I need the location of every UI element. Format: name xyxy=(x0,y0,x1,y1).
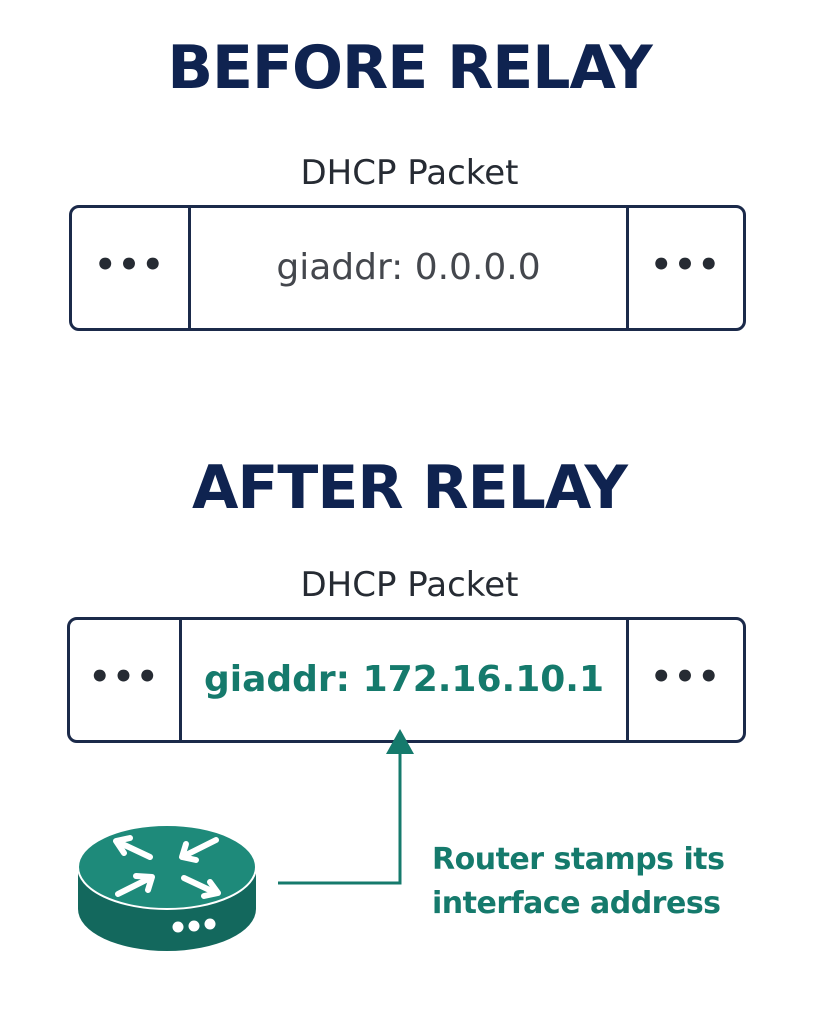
after-relay-heading: AFTER RELAY xyxy=(192,453,628,523)
connector-line xyxy=(278,752,402,885)
after-packet-right-cell: ••• xyxy=(626,620,743,740)
before-giaddr-field: giaddr: 0.0.0.0 xyxy=(276,247,541,288)
annotation-line-1: Router stamps its xyxy=(432,842,725,877)
after-packet-label: DHCP Packet xyxy=(300,565,519,605)
before-relay-heading: BEFORE RELAY xyxy=(167,33,652,103)
ellipsis-right: ••• xyxy=(650,245,722,285)
annotation-line-2: interface address xyxy=(432,886,721,921)
before-packet-label: DHCP Packet xyxy=(300,153,519,193)
before-packet-right-cell: ••• xyxy=(626,208,743,328)
after-packet-left-cell: ••• xyxy=(70,620,182,740)
arrowhead-up-icon xyxy=(386,729,414,754)
after-packet-box: ••• giaddr: 172.16.10.1 ••• xyxy=(67,617,746,743)
ellipsis-left: ••• xyxy=(94,245,166,285)
ellipsis-right: ••• xyxy=(650,657,722,697)
before-packet-box: ••• giaddr: 0.0.0.0 ••• xyxy=(69,205,746,331)
after-giaddr-field: giaddr: 172.16.10.1 xyxy=(203,659,605,700)
ellipsis-left: ••• xyxy=(88,657,161,697)
after-packet-giaddr-cell: giaddr: 172.16.10.1 xyxy=(182,620,626,740)
before-packet-giaddr-cell: giaddr: 0.0.0.0 xyxy=(191,208,626,328)
router-annotation: Router stamps its interface address xyxy=(432,838,725,926)
before-packet-left-cell: ••• xyxy=(72,208,191,328)
